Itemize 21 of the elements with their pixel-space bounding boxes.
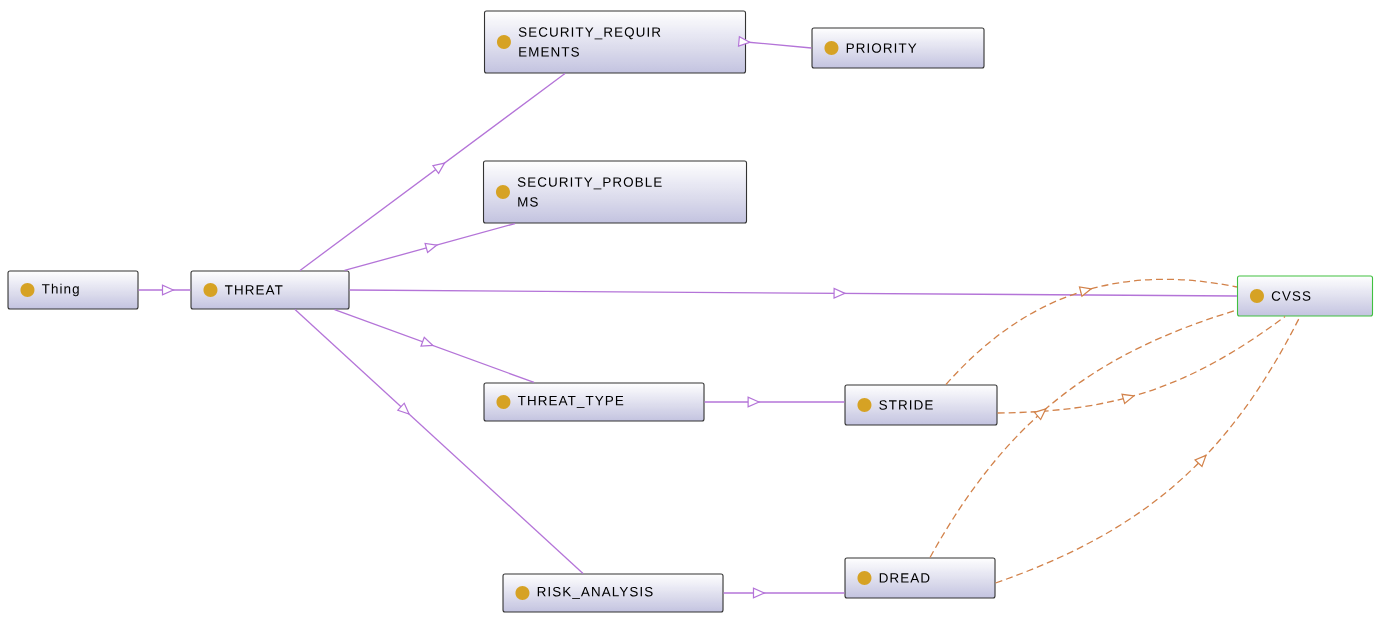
arrow [945,278,1238,386]
class-box: CVSS [1236,275,1374,317]
class-box: PRIORITY [811,27,985,69]
class-box: RISK_ANALYSIS [502,573,724,613]
arrow [348,287,1238,299]
class-box: DREAD [844,557,996,599]
arrow [703,396,846,408]
class-box: THREAT_TYPE [483,382,705,422]
arrow [737,35,813,49]
class-box: SECURITY_REQUIR EMENTS [483,10,747,74]
class-box: THREAT [190,270,350,310]
arrow [294,308,584,575]
arrow [137,284,192,296]
arrow [299,72,566,272]
arrow [333,308,535,384]
arrow [996,315,1286,414]
class-box: Thing [7,270,139,310]
class-box: SECURITY_PROBLE MS [482,160,748,224]
arrow [722,587,846,599]
arrow [343,222,516,272]
class-box: STRIDE [844,384,998,426]
